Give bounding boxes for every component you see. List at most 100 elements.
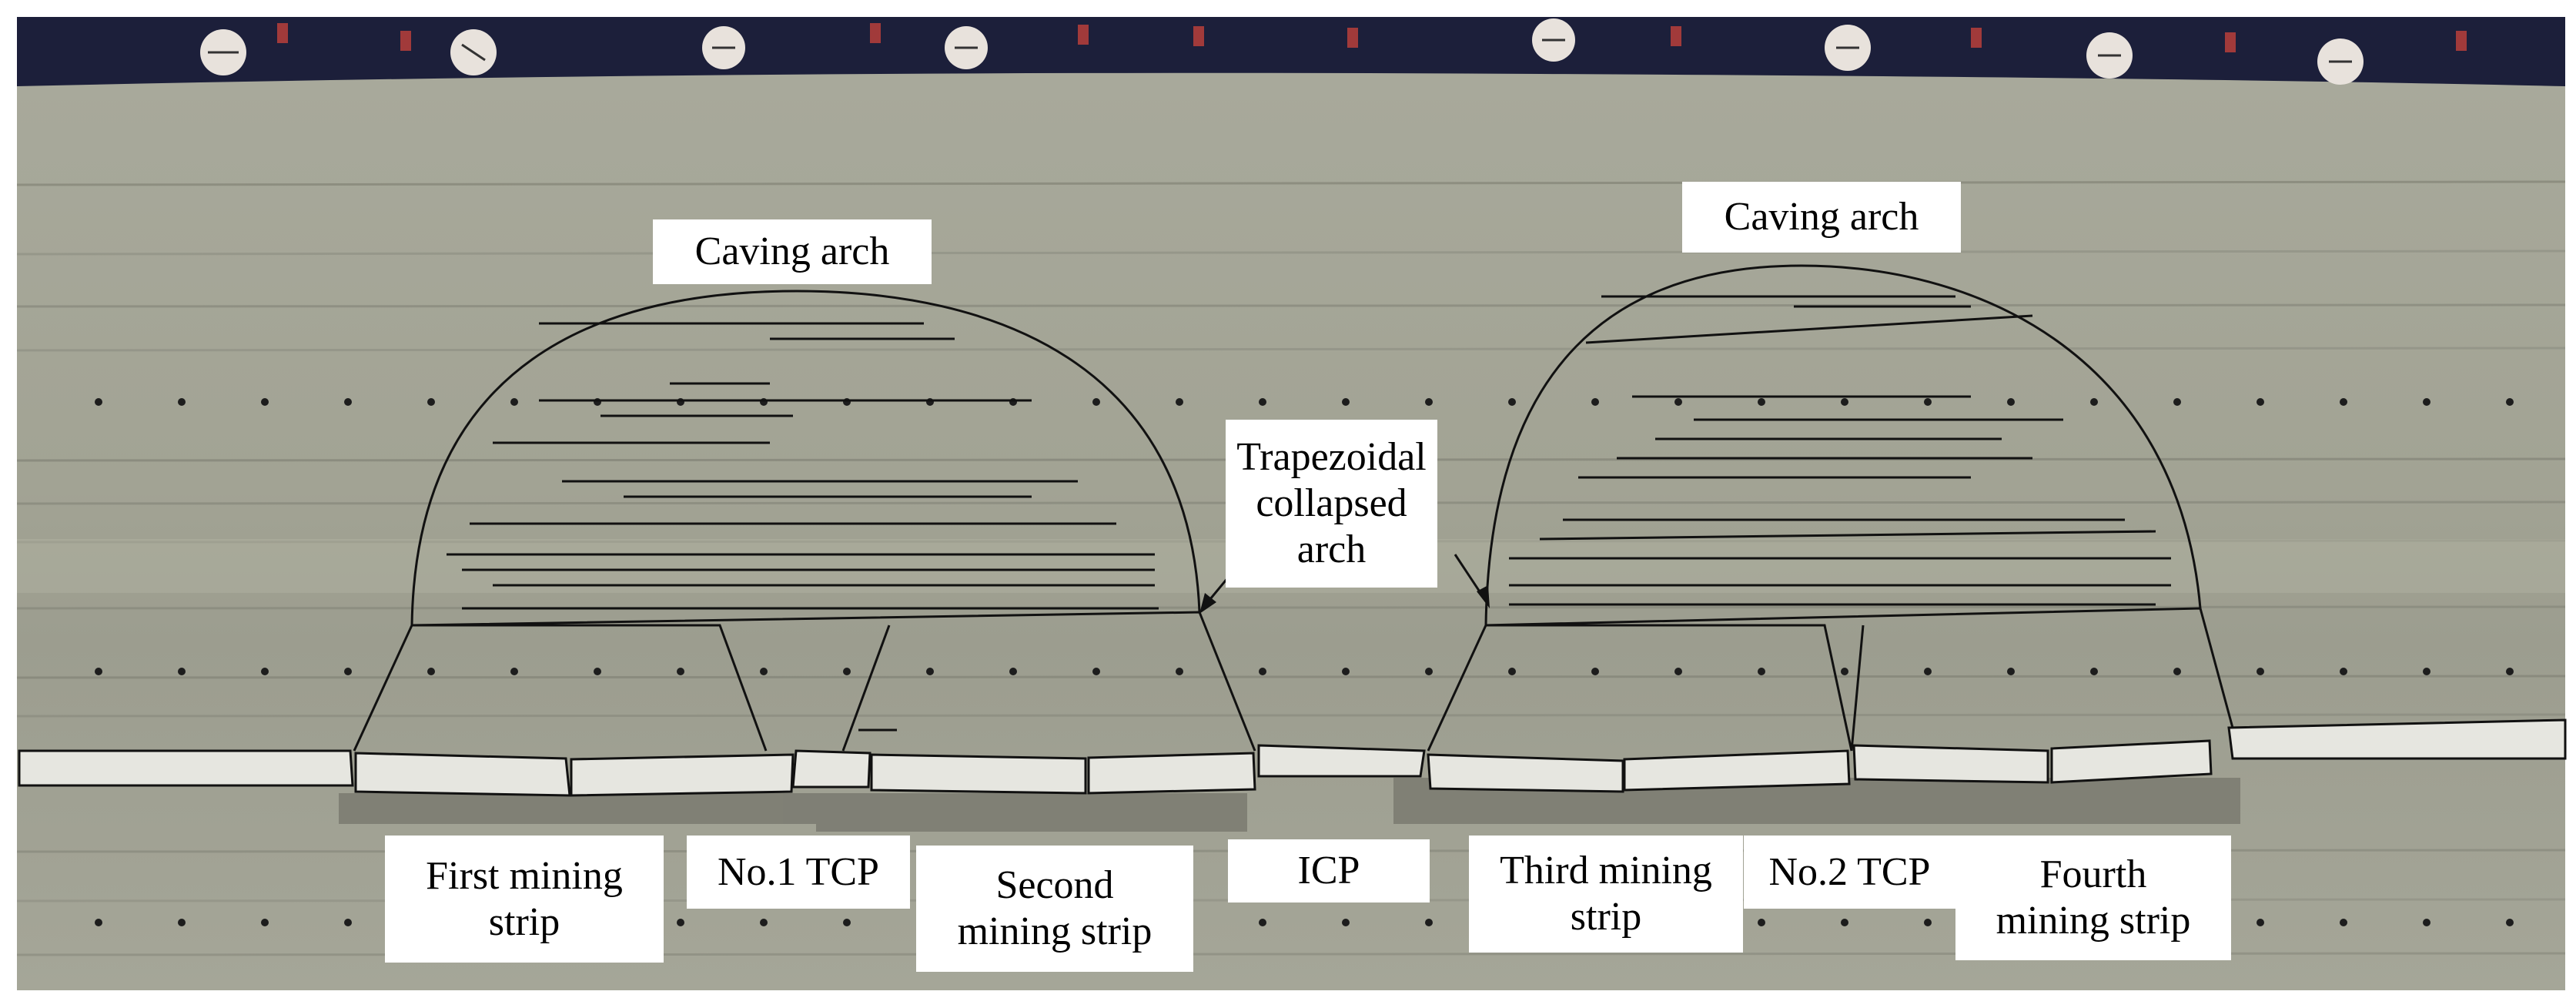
arrow-heads <box>1199 585 1490 614</box>
left-trapezoid-inner-1 <box>412 624 768 752</box>
marker-point <box>1259 398 1266 406</box>
right-trapezoid-outer <box>1427 607 2234 752</box>
marker-point <box>427 668 435 675</box>
no1-tcp-slab <box>791 749 871 789</box>
marker-point <box>843 919 851 926</box>
marker-point <box>261 919 269 926</box>
marker-point <box>2090 668 2098 675</box>
marker-point <box>1674 668 1682 675</box>
dial-gauge-icon <box>2086 32 2133 79</box>
marker-point <box>2506 398 2514 406</box>
marker-point <box>760 668 768 675</box>
right-arrow-icon <box>1477 585 1490 608</box>
right-trapezoid-inner-1 <box>1486 624 1853 752</box>
marker-point <box>261 668 269 675</box>
first-strip-slab-a <box>354 752 571 797</box>
dial-gauge-icon <box>702 26 745 69</box>
first-mining-strip-label: First mining strip <box>385 836 664 963</box>
marker-point <box>344 919 352 926</box>
marker-point <box>178 398 186 406</box>
marker-point <box>2257 919 2264 926</box>
no2-tcp-slab <box>1852 744 2049 784</box>
trapezoidal-collapsed-arch-label: Trapezoidal collapsed arch <box>1226 420 1437 588</box>
marker-point <box>95 668 102 675</box>
marker-point <box>1758 919 1765 926</box>
right-boundary-slab <box>2227 718 2567 760</box>
marker-point <box>1342 398 1350 406</box>
marker-point <box>2340 398 2347 406</box>
marker-point <box>1009 668 1017 675</box>
marker-point <box>2257 668 2264 675</box>
left-caving-arch <box>410 290 1201 626</box>
marker-point <box>1924 668 1932 675</box>
marker-point <box>1425 919 1433 926</box>
marker-point <box>427 398 435 406</box>
marker-point <box>510 398 518 406</box>
second-strip-slab-b <box>1087 752 1256 795</box>
marker-point <box>1758 668 1765 675</box>
marker-point <box>677 668 684 675</box>
icp-slab <box>1257 744 1426 778</box>
crack-lines <box>447 295 2171 732</box>
second-mining-strip-label: Second mining strip <box>916 846 1193 972</box>
first-strip-slab-b <box>570 753 795 797</box>
dial-gauge-icon <box>945 26 988 69</box>
marker-point <box>1841 398 1848 406</box>
second-strip-slab-a <box>870 753 1087 795</box>
marker-point <box>1674 398 1682 406</box>
marker-row-upper <box>95 398 2514 406</box>
marker-point <box>1092 398 1100 406</box>
marker-point <box>178 668 186 675</box>
marker-point <box>1508 398 1516 406</box>
marker-point <box>2173 668 2181 675</box>
marker-point <box>1092 668 1100 675</box>
no1-tcp-label: No.1 TCP <box>687 836 910 909</box>
marker-point <box>2090 398 2098 406</box>
coal-slabs <box>18 718 2567 797</box>
marker-points <box>95 398 2514 926</box>
marker-point <box>2423 919 2430 926</box>
marker-point <box>2173 398 2181 406</box>
marker-point <box>1758 398 1765 406</box>
caving-arch-label-left: Caving arch <box>653 219 932 284</box>
marker-point <box>344 668 352 675</box>
marker-point <box>594 668 601 675</box>
right-caving-arch <box>1484 264 2202 626</box>
icp-label: ICP <box>1228 839 1430 903</box>
dial-gauge-icon <box>450 29 497 75</box>
marker-point <box>1176 398 1183 406</box>
marker-point <box>2257 398 2264 406</box>
marker-point <box>760 919 768 926</box>
marker-point <box>1259 919 1266 926</box>
left-trapezoid-outer <box>353 611 1256 752</box>
marker-point <box>1591 398 1599 406</box>
marker-point <box>2423 398 2430 406</box>
dial-gauges <box>200 18 2467 85</box>
marker-point <box>1508 668 1516 675</box>
marker-point <box>95 919 102 926</box>
marker-point <box>1176 668 1183 675</box>
marker-point <box>1591 668 1599 675</box>
marker-point <box>926 668 934 675</box>
no2-tcp-label: No.2 TCP <box>1744 836 1955 909</box>
third-strip-slab-a <box>1427 753 1624 793</box>
arch-outlines <box>353 264 2234 752</box>
marker-point <box>843 668 851 675</box>
left-trapezoid-inner-2 <box>841 625 891 752</box>
fourth-strip-slab <box>2050 739 2213 784</box>
marker-point <box>2506 919 2514 926</box>
marker-point <box>1342 668 1350 675</box>
marker-point <box>2007 398 2015 406</box>
caving-arch-label-right: Caving arch <box>1682 182 1961 253</box>
marker-point <box>95 398 102 406</box>
marker-point <box>2506 668 2514 675</box>
marker-point <box>1924 398 1932 406</box>
marker-point <box>2423 668 2430 675</box>
marker-point <box>2007 668 2015 675</box>
marker-point <box>1841 919 1848 926</box>
marker-point <box>1425 398 1433 406</box>
right-trapezoid-inner-2 <box>1850 625 1865 752</box>
fourth-mining-strip-label: Fourth mining strip <box>1955 836 2231 960</box>
marker-row-middle <box>95 668 2514 675</box>
